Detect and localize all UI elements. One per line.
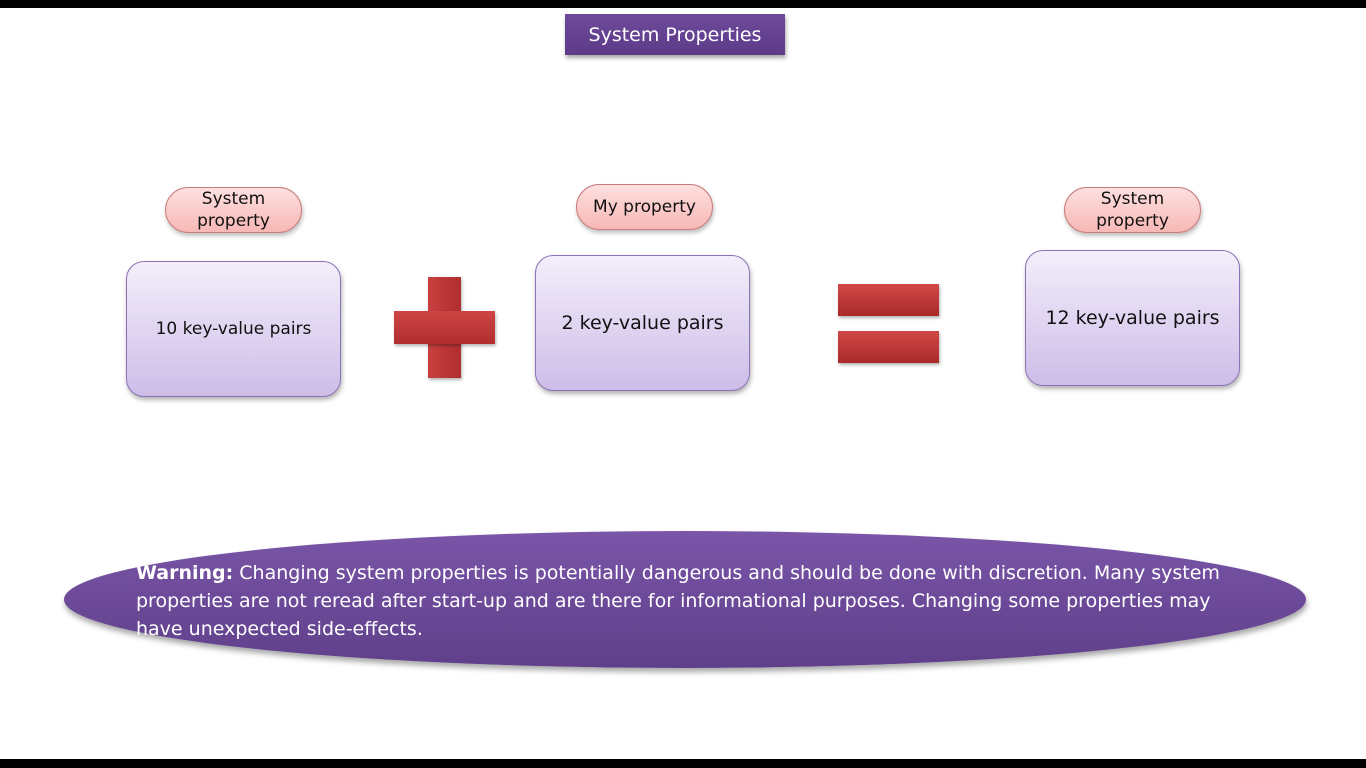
label-my-property: My property (576, 184, 713, 230)
bottom-border (0, 759, 1366, 768)
warning-body: Changing system properties is potentiall… (136, 562, 1220, 640)
label-system-property-right: System property (1064, 187, 1201, 233)
top-border (0, 0, 1366, 8)
label-text: My property (593, 197, 696, 217)
box-text: 12 key-value pairs (1045, 307, 1220, 329)
warning-message: Warning: Changing system properties is p… (136, 559, 1246, 643)
slide-title: System Properties (565, 14, 785, 55)
slide-title-text: System Properties (588, 23, 762, 46)
box-system-properties: 10 key-value pairs (126, 261, 341, 397)
box-text: 2 key-value pairs (561, 312, 724, 334)
warning-label: Warning: (136, 562, 234, 584)
label-text: System property (197, 189, 270, 231)
box-my-properties: 2 key-value pairs (535, 255, 750, 391)
equals-bottom-bar (838, 331, 939, 363)
equals-top-bar (838, 284, 939, 316)
warning-ellipse (64, 531, 1306, 668)
label-text: System property (1096, 189, 1169, 231)
plus-horizontal-bar (394, 311, 495, 344)
label-system-property-left: System property (165, 187, 302, 233)
box-result-properties: 12 key-value pairs (1025, 250, 1240, 386)
box-text: 10 key-value pairs (155, 319, 312, 339)
